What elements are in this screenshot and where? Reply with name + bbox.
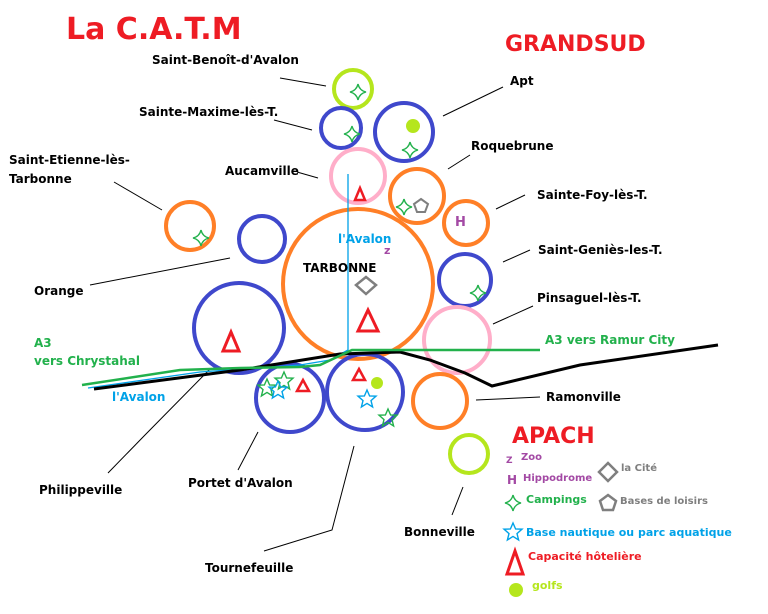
la-cite-icon [354,275,378,296]
circle-ramonville [411,372,469,430]
label-sainte-foy: Sainte-Foy-lès-T. [537,188,648,202]
leader-sainte-foy [495,194,526,210]
camping-icon [349,83,367,101]
circle-philippeville [192,281,286,375]
leader-bonneville [451,486,464,516]
legend-nautical: Base nautique ou parc aquatique [526,526,732,539]
leader-ramonville [475,396,541,401]
golf-icon [406,119,420,133]
legend-hippodrome: Hippodrome [523,473,593,484]
nautical-icon [357,389,377,408]
leader-tournefeuille [263,445,355,552]
leader-pinsaguel [492,305,534,325]
label-aucamville: Aucamville [225,164,299,178]
label-orange: Orange [34,284,84,298]
circle-saint-genies [437,252,493,308]
legend-title: APACH [512,424,595,449]
circle-orange [237,214,287,264]
hotel-icon [294,377,312,393]
leader-portet [237,431,259,471]
legend-leisure-icon [598,493,618,512]
region-title: GRANDSUD [505,32,646,57]
label-apt: Apt [510,74,534,88]
road-black [93,343,719,391]
circle-aucamville [329,147,387,205]
legend-nautical-icon [503,522,523,541]
label-saint-benoit: Saint-Benoît-d'Avalon [152,53,299,67]
label-river-north: l'Avalon [338,232,392,246]
label-pinsaguel: Pinsaguel-lès-T. [537,291,642,305]
legend-la-cite-icon [597,461,619,483]
legend-leisure: Bases de loisirs [620,496,708,507]
hotel-icon [353,184,367,202]
a3-highway [81,348,540,387]
leader-roquebrune [447,154,471,170]
legend-hippodrome-icon: H [507,473,517,487]
leader-saint-etienne [113,181,163,211]
label-saint-genies: Saint-Geniès-les-T. [538,243,663,257]
leader-philippeville [107,368,211,474]
legend-hotel-icon [504,546,526,576]
legend-la-cite: la Cité [621,463,657,474]
leader-saint-benoit [279,77,327,87]
label-tarbonne: TARBONNE [303,261,377,275]
circle-apt [373,101,435,163]
legend-hotel: Capacité hôtelière [528,550,642,563]
hotel-icon [220,328,242,353]
leader-saint-genies [502,249,531,263]
legend-golf-icon [509,583,523,597]
legend-golfs: golfs [532,579,563,592]
label-sainte-maxime: Sainte-Maxime-lès-T. [139,105,279,119]
leader-aucamville [296,171,319,179]
circle-roquebrune [388,167,446,225]
leisure-base-icon [412,197,430,213]
label-bonneville: Bonneville [404,525,475,539]
circle-saint-etienne [164,200,216,252]
camping-icon [401,141,419,159]
label-a3-east: A3 vers Ramur City [545,333,675,347]
main-title: La C.A.T.M [66,12,242,47]
leader-sainte-maxime [273,119,313,131]
circle-pinsaguel [422,305,492,375]
river-avalon [87,174,349,389]
camping-icon [395,198,413,216]
hotel-icon [350,366,368,382]
legend-zoo: Zoo [521,452,542,463]
label-roquebrune: Roquebrune [471,139,554,153]
label-a3-west-2: vers Chrystahal [34,354,141,368]
label-philippeville: Philippeville [39,483,123,497]
label-saint-etienne-2: Tarbonne [9,172,72,186]
zoo-icon: z [384,244,390,257]
circle-saint-benoit [332,68,374,110]
circle-tournefeuille [325,352,405,432]
label-tournefeuille: Tournefeuille [205,561,294,575]
label-ramonville: Ramonville [546,390,621,404]
hotel-icon [355,306,381,333]
circle-sainte-maxime [319,106,363,150]
circle-sainte-foy [442,199,490,247]
hippodrome-icon: H [455,215,466,230]
circle-portet [254,362,326,434]
circle-tarbonne [281,207,435,361]
legend-zoo-icon: Z [506,456,513,466]
label-saint-etienne-1: Saint-Etienne-lès- [9,153,130,167]
circle-bonneville [448,433,490,475]
label-a3-west-1: A3 [34,336,52,350]
golf-icon [371,377,383,389]
leader-apt [442,86,504,117]
label-portet: Portet d'Avalon [188,476,293,490]
leader-orange [89,257,231,286]
legend-camping-icon [504,494,522,512]
legend-campings: Campings [526,493,587,506]
label-river-west: l'Avalon [112,390,166,404]
